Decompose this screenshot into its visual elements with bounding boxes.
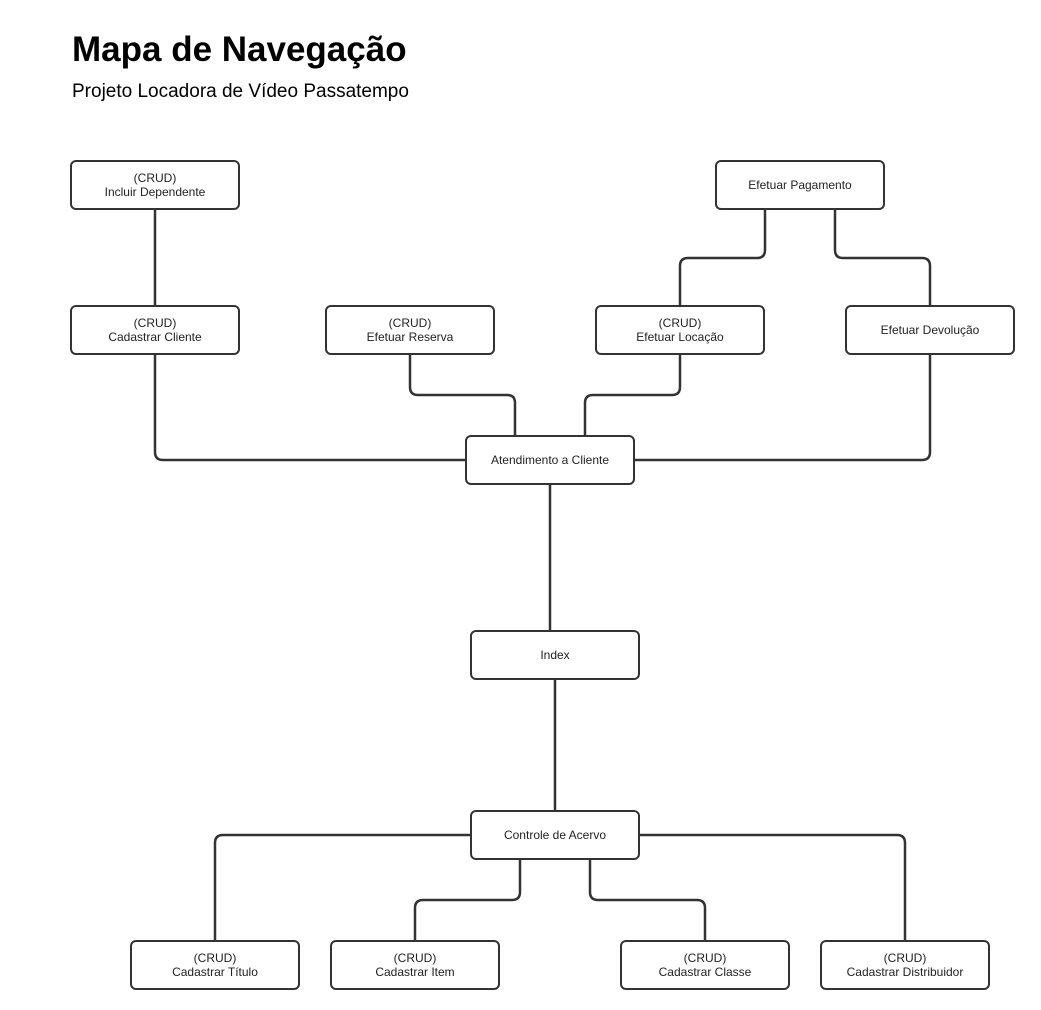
- node-efetuar-devolucao: Efetuar Devolução: [845, 305, 1015, 355]
- node-label: Cadastrar Distribuidor: [846, 965, 964, 979]
- node-controle-acervo: Controle de Acervo: [470, 810, 640, 860]
- edge-efetuar-devolucao-atendimento: [635, 355, 932, 462]
- edge-efetuar-locacao-atendimento: [583, 355, 682, 435]
- edge-controle-acervo-classe: [588, 860, 707, 940]
- edge-efetuar-pagamento-locacao: [678, 210, 767, 305]
- node-incluir-dependente: (CRUD) Incluir Dependente: [70, 160, 240, 210]
- node-index: Index: [470, 630, 640, 680]
- node-efetuar-locacao: (CRUD) Efetuar Locação: [595, 305, 765, 355]
- node-label: Cadastrar Item: [375, 965, 455, 979]
- node-tag: (CRUD): [388, 316, 432, 330]
- node-cadastrar-cliente: (CRUD) Cadastrar Cliente: [70, 305, 240, 355]
- node-tag: (CRUD): [133, 316, 177, 330]
- page-title: Mapa de Navegação: [72, 30, 407, 69]
- node-cadastrar-classe: (CRUD) Cadastrar Classe: [620, 940, 790, 990]
- node-tag: (CRUD): [683, 951, 727, 965]
- edge-efetuar-pagamento-devolucao: [833, 210, 932, 305]
- node-cadastrar-item: (CRUD) Cadastrar Item: [330, 940, 500, 990]
- node-label: Cadastrar Classe: [658, 965, 752, 979]
- node-label: Index: [540, 648, 570, 662]
- node-tag: (CRUD): [883, 951, 927, 965]
- node-label: Cadastrar Título: [172, 965, 258, 979]
- node-efetuar-reserva: (CRUD) Efetuar Reserva: [325, 305, 495, 355]
- node-label: Efetuar Reserva: [366, 330, 454, 344]
- node-tag: (CRUD): [133, 171, 177, 185]
- node-tag: (CRUD): [193, 951, 237, 965]
- node-cadastrar-titulo: (CRUD) Cadastrar Título: [130, 940, 300, 990]
- node-label: Atendimento a Cliente: [490, 453, 610, 467]
- edge-controle-acervo-distribuidor: [640, 833, 907, 940]
- node-label: Controle de Acervo: [503, 828, 607, 842]
- node-label: Efetuar Locação: [636, 330, 724, 344]
- node-tag: (CRUD): [658, 316, 702, 330]
- edge-cadastrar-cliente-atendimento: [153, 355, 465, 462]
- node-cadastrar-distribuidor: (CRUD) Cadastrar Distribuidor: [820, 940, 990, 990]
- node-efetuar-pagamento: Efetuar Pagamento: [715, 160, 885, 210]
- node-label: Cadastrar Cliente: [108, 330, 202, 344]
- node-tag: (CRUD): [393, 951, 437, 965]
- node-label: Incluir Dependente: [104, 185, 206, 199]
- node-label: Efetuar Devolução: [880, 323, 980, 337]
- page-subtitle: Projeto Locadora de Vídeo Passatempo: [72, 81, 409, 102]
- edge-controle-acervo-item: [413, 860, 522, 940]
- edge-efetuar-reserva-atendimento: [408, 355, 517, 435]
- node-atendimento-cliente: Atendimento a Cliente: [465, 435, 635, 485]
- edge-controle-acervo-titulo: [213, 833, 470, 940]
- node-label: Efetuar Pagamento: [748, 178, 852, 192]
